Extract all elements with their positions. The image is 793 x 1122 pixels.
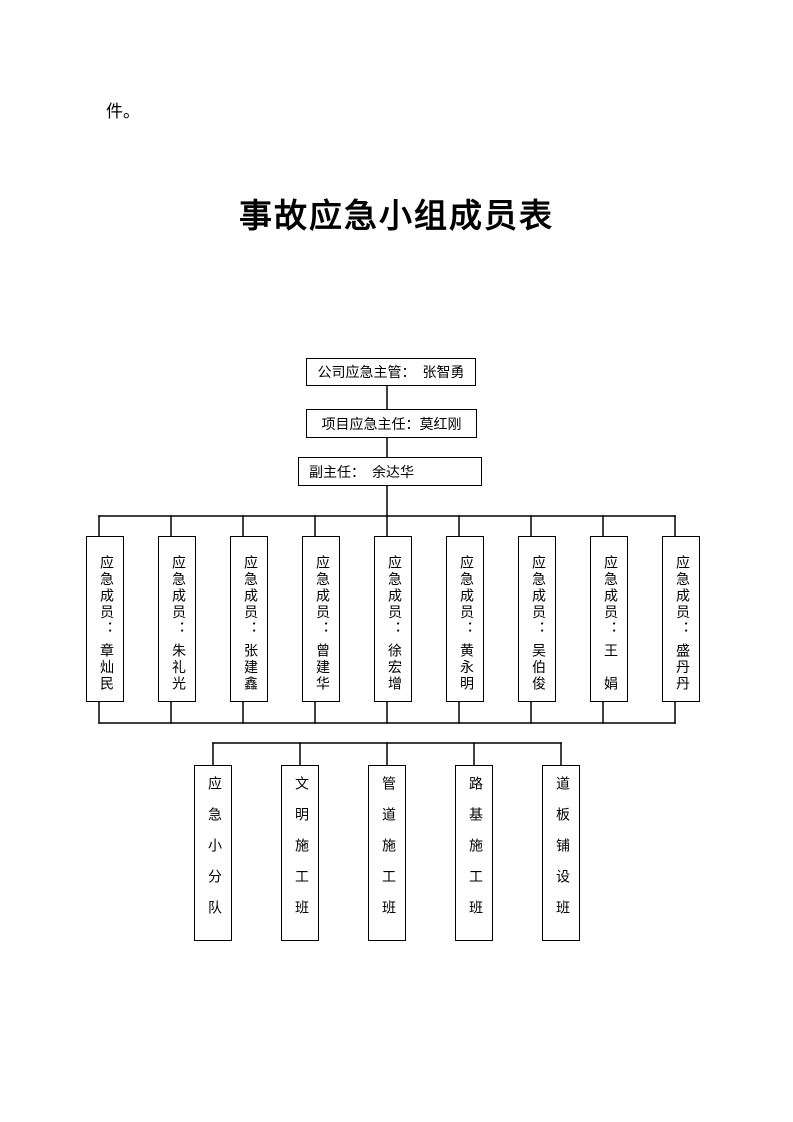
paragraph-fragment: 件。: [106, 102, 140, 121]
team-name: 道板铺设班: [554, 775, 569, 931]
org-box-member-3: 应急成员： 张建鑫: [230, 536, 268, 702]
org-box-member-1: 应急成员： 章灿民: [86, 536, 124, 702]
org-box-team-2: 文明施工班: [281, 765, 319, 941]
org-box-member-7: 应急成员： 吴伯俊: [518, 536, 556, 702]
team-name: 管道施工班: [380, 775, 395, 931]
org-box-team-3: 管道施工班: [368, 765, 406, 941]
org-box-label: 公司应急主管： 张智勇: [317, 366, 465, 381]
member-prefix: 应急成员：: [530, 555, 545, 638]
org-box-label: 项目应急主任：莫红刚: [321, 417, 462, 433]
org-box-member-6: 应急成员： 黄永明: [446, 536, 484, 702]
member-text: 应急成员： 盛丹丹: [674, 555, 689, 693]
member-text: 应急成员： 黄永明: [458, 555, 473, 693]
member-name: 朱礼光: [170, 642, 185, 693]
org-box-deputy-director: 副主任： 余达华: [298, 457, 482, 486]
org-box-member-9: 应急成员： 盛丹丹: [662, 536, 700, 702]
team-name: 文明施工班: [293, 775, 308, 931]
chart-title: 事故应急小组成员表: [239, 199, 554, 235]
member-name: 黄永明: [458, 642, 473, 693]
member-text: 应急成员： 章灿民: [98, 555, 113, 693]
member-name: 章灿民: [98, 642, 113, 693]
member-prefix: 应急成员：: [458, 555, 473, 638]
org-box-company-supervisor: 公司应急主管： 张智勇: [306, 358, 476, 386]
member-prefix: 应急成员：: [314, 555, 329, 638]
member-prefix: 应急成员：: [602, 555, 617, 638]
org-box-team-1: 应急小分队: [194, 765, 232, 941]
member-name: 张建鑫: [242, 642, 257, 693]
member-prefix: 应急成员：: [386, 555, 401, 638]
member-text: 应急成员： 张建鑫: [242, 555, 257, 693]
member-text: 应急成员： 王 娟: [602, 555, 617, 693]
member-name: 盛丹丹: [674, 642, 689, 693]
team-name: 路基施工班: [467, 775, 482, 931]
team-name: 应急小分队: [206, 775, 221, 931]
org-box-team-5: 道板铺设班: [542, 765, 580, 941]
org-box-label: 副主任： 余达华: [309, 465, 414, 481]
org-box-member-4: 应急成员： 曾建华: [302, 536, 340, 702]
member-prefix: 应急成员：: [98, 555, 113, 638]
member-text: 应急成员： 吴伯俊: [530, 555, 545, 693]
member-name: 徐宏增: [386, 642, 401, 693]
member-prefix: 应急成员：: [674, 555, 689, 638]
member-name: 王 娟: [602, 642, 617, 693]
org-box-member-5: 应急成员： 徐宏增: [374, 536, 412, 702]
member-text: 应急成员： 徐宏增: [386, 555, 401, 693]
member-name: 吴伯俊: [530, 642, 545, 693]
member-prefix: 应急成员：: [242, 555, 257, 638]
member-text: 应急成员： 曾建华: [314, 555, 329, 693]
member-text: 应急成员： 朱礼光: [170, 555, 185, 693]
org-box-project-director: 项目应急主任：莫红刚: [306, 409, 477, 438]
member-prefix: 应急成员：: [170, 555, 185, 638]
member-name: 曾建华: [314, 642, 329, 693]
org-box-member-8: 应急成员： 王 娟: [590, 536, 628, 702]
org-box-team-4: 路基施工班: [455, 765, 493, 941]
org-box-member-2: 应急成员： 朱礼光: [158, 536, 196, 702]
